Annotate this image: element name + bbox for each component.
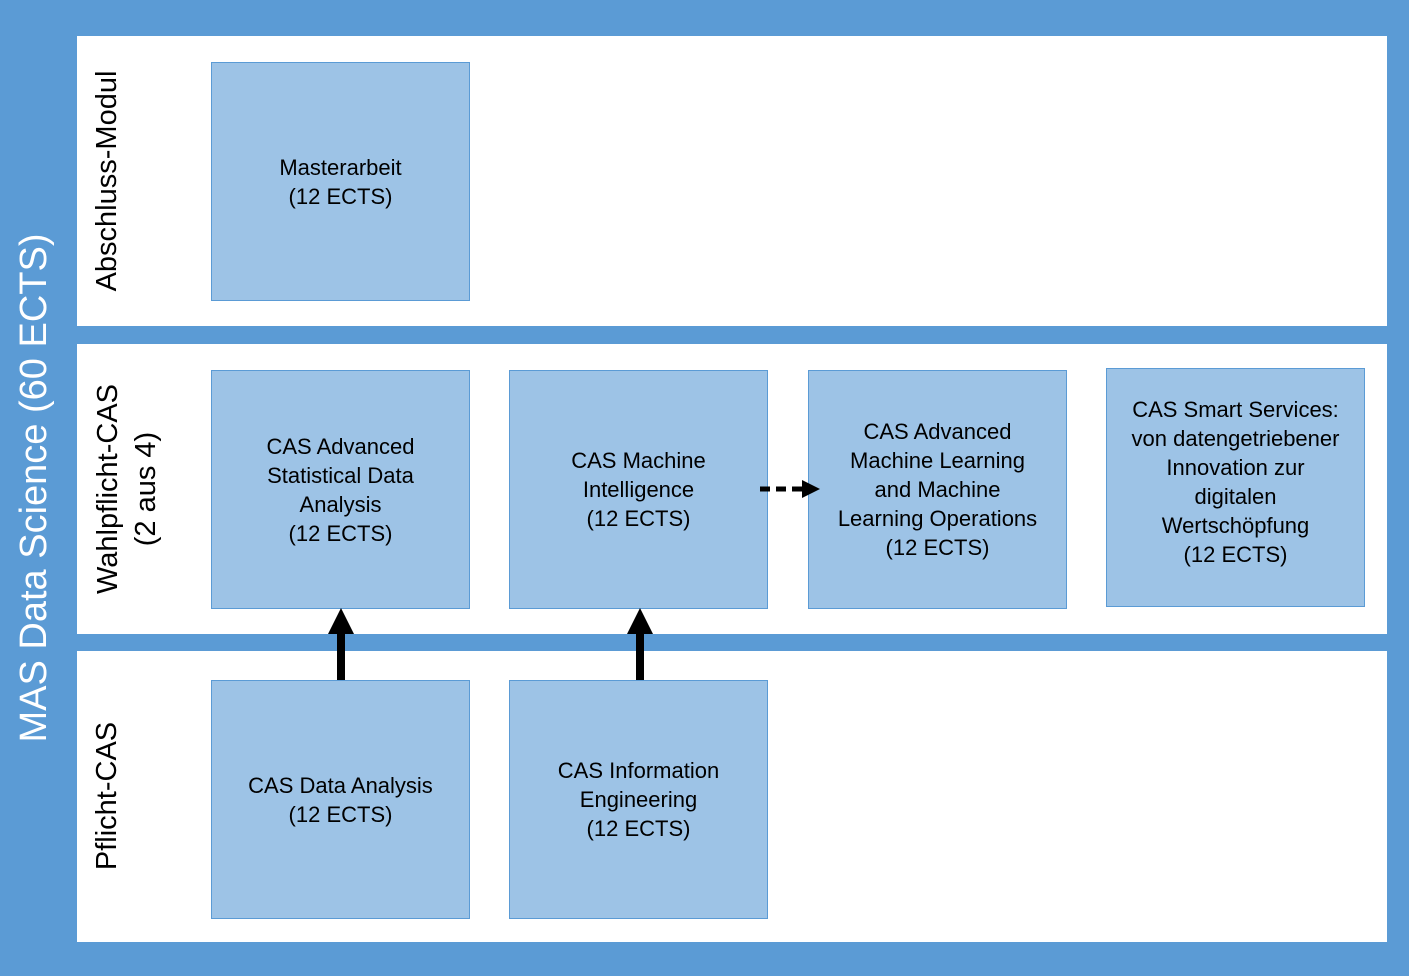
module-cas-data-analysis: CAS Data Analysis (12 ECTS): [211, 680, 470, 919]
module-line: Engineering: [579, 787, 698, 812]
arrow-data-analysis-to-advanced-statistical: [328, 608, 354, 680]
module-masterarbeit: Masterarbeit (12 ECTS): [211, 62, 470, 301]
arrow-information-engineering-to-machine-intelligence: [627, 608, 653, 680]
arrow-head: [802, 480, 820, 498]
module-line: (12 ECTS): [288, 183, 393, 209]
module-line: CAS Machine: [571, 448, 706, 473]
module-line: (12 ECTS): [1183, 541, 1288, 567]
module-line: (12 ECTS): [586, 506, 691, 531]
dashed-arrow-machine-intelligence-to-advanced-ml: [760, 480, 820, 498]
module-line: (12 ECTS): [586, 816, 691, 841]
module-cas-machine-intelligence: CAS Machine Intelligence (12 ECTS): [509, 370, 768, 609]
module-line: Analysis: [299, 491, 382, 517]
module-line: CAS Smart Services:: [1132, 396, 1339, 422]
module-line: Innovation zur: [1166, 454, 1305, 480]
module-line: (12 ECTS): [885, 535, 990, 560]
arrow-head: [627, 608, 653, 634]
module-line: CAS Advanced: [266, 433, 415, 459]
module-cas-smart-services: CAS Smart Services: von datengetriebener…: [1106, 368, 1365, 607]
module-line: digitalen: [1194, 483, 1277, 509]
module-line: Learning Operations: [837, 506, 1038, 531]
module-cas-advanced-machine-learning-operations: CAS Advanced Machine Learning and Machin…: [808, 370, 1067, 609]
module-line: (12 ECTS): [288, 801, 393, 827]
module-cas-information-engineering: CAS Information Engineering (12 ECTS): [509, 680, 768, 919]
module-line: Statistical Data: [267, 462, 414, 488]
module-line: (12 ECTS): [288, 520, 393, 546]
module-line: Masterarbeit: [279, 154, 402, 180]
module-line: von datengetriebener: [1131, 425, 1340, 451]
arrow-head: [328, 608, 354, 634]
module-line: CAS Information: [557, 758, 720, 783]
module-line: CAS Advanced: [863, 419, 1012, 444]
module-cas-advanced-statistical-data-analysis: CAS Advanced Statistical Data Analysis (…: [211, 370, 470, 609]
module-line: Wertschöpfung: [1161, 512, 1310, 538]
module-line: Machine Learning: [850, 448, 1025, 473]
module-line: CAS Data Analysis: [248, 772, 433, 798]
module-line: and Machine: [874, 477, 1001, 502]
module-line: Intelligence: [582, 477, 695, 502]
